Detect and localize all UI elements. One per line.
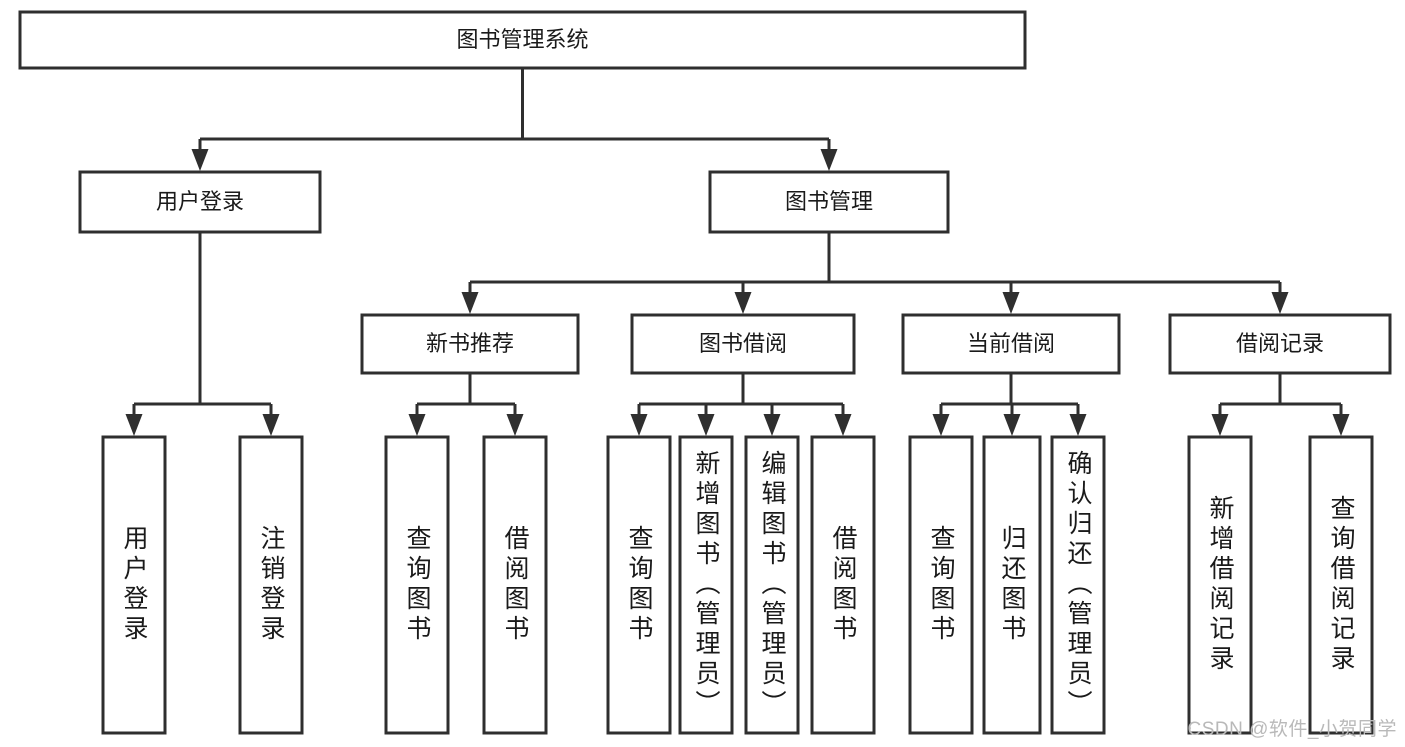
node-leaf-return-book[interactable]	[982, 435, 1042, 735]
node-label: 图书借阅	[699, 331, 787, 356]
arrowhead-icon	[932, 414, 950, 436]
arrowhead-icon	[834, 414, 852, 436]
connector-layer	[125, 68, 1350, 436]
node-box	[1187, 435, 1253, 735]
arrowhead-icon	[1002, 292, 1020, 314]
node-box	[606, 435, 672, 735]
node-borrow-record[interactable]: 借阅记录	[1168, 313, 1392, 375]
node-leaf-query-book-2[interactable]	[606, 435, 672, 735]
arrowhead-icon	[1003, 414, 1021, 436]
arrowhead-icon	[1332, 414, 1350, 436]
arrowhead-icon	[461, 292, 479, 314]
arrowhead-icon	[125, 414, 143, 436]
node-current-borrow[interactable]: 当前借阅	[901, 313, 1121, 375]
node-leaf-confirm-return[interactable]	[1050, 435, 1106, 735]
arrowhead-icon	[630, 414, 648, 436]
node-box	[1308, 435, 1374, 735]
node-leaf-add-record[interactable]	[1187, 435, 1253, 735]
node-leaf-query-book-3[interactable]	[908, 435, 974, 735]
arrowhead-icon	[734, 292, 752, 314]
node-book-manage[interactable]: 图书管理	[708, 170, 950, 234]
arrowhead-icon	[408, 414, 426, 436]
arrowhead-icon	[763, 414, 781, 436]
node-new-book-recommend[interactable]: 新书推荐	[360, 313, 580, 375]
node-leaf-edit-book[interactable]	[744, 435, 800, 735]
node-leaf-query-book-1[interactable]	[384, 435, 450, 735]
node-box	[630, 313, 856, 375]
node-box	[101, 435, 167, 735]
node-box	[1050, 435, 1106, 735]
node-leaf-user-logout[interactable]	[238, 435, 304, 735]
node-box	[1168, 313, 1392, 375]
arrowhead-icon	[1211, 414, 1229, 436]
node-box	[360, 313, 580, 375]
arrowhead-icon	[506, 414, 524, 436]
arrowhead-icon	[1271, 292, 1289, 314]
node-leaf-add-book[interactable]	[678, 435, 734, 735]
arrowhead-icon	[820, 149, 838, 171]
node-root[interactable]: 图书管理系统	[18, 10, 1027, 70]
node-leaf-user-login[interactable]	[101, 435, 167, 735]
node-leaf-query-record[interactable]	[1308, 435, 1374, 735]
node-label: 图书管理	[785, 189, 873, 214]
node-box	[744, 435, 800, 735]
node-box	[78, 170, 322, 234]
node-box	[678, 435, 734, 735]
arrowhead-icon	[697, 414, 715, 436]
node-leaf-borrow-book-2[interactable]	[810, 435, 876, 735]
node-label: 新书推荐	[426, 331, 514, 356]
node-box	[901, 313, 1121, 375]
node-box	[810, 435, 876, 735]
node-box	[482, 435, 548, 735]
node-label: 用户登录	[156, 189, 244, 214]
node-box	[708, 170, 950, 234]
node-label: 借阅记录	[1236, 331, 1324, 356]
node-label: 当前借阅	[967, 331, 1055, 356]
arrowhead-icon	[191, 149, 209, 171]
arrowhead-icon	[262, 414, 280, 436]
node-user-login[interactable]: 用户登录	[78, 170, 322, 234]
node-box	[982, 435, 1042, 735]
csdn-watermark: CSDN @软件_小贺同学	[1187, 719, 1397, 740]
node-box	[384, 435, 450, 735]
node-box	[18, 10, 1027, 70]
node-book-borrow[interactable]: 图书借阅	[630, 313, 856, 375]
node-box	[908, 435, 974, 735]
node-box	[238, 435, 304, 735]
node-label: 图书管理系统	[456, 27, 588, 52]
node-leaf-borrow-book-1[interactable]	[482, 435, 548, 735]
arrowhead-icon	[1069, 414, 1087, 436]
